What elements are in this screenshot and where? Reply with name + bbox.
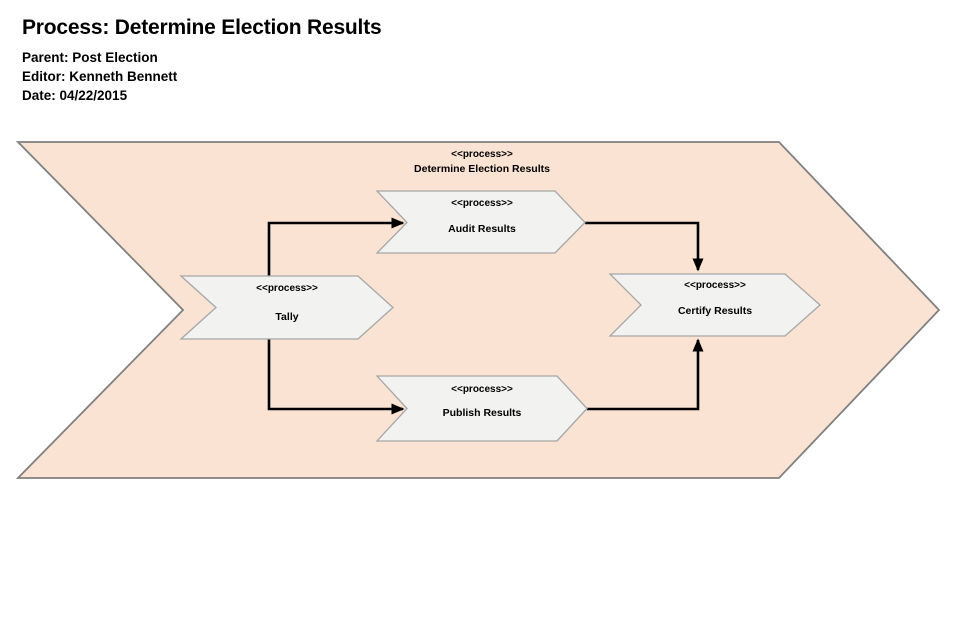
node-tally-stereotype: <<process>> (256, 283, 318, 294)
container-process-arrow-shape (15, 141, 941, 479)
node-tally: <<process>> Tally (179, 275, 394, 340)
container-stereotype: <<process>> (451, 149, 513, 160)
container-label: Determine Election Results (414, 163, 550, 175)
page-title: Process: Determine Election Results (22, 16, 382, 39)
document-header: Process: Determine Election Results Pare… (22, 16, 622, 105)
node-audit-results-stereotype: <<process>> (451, 198, 513, 209)
node-tally-shape (179, 275, 394, 340)
node-tally-label: Tally (275, 311, 298, 323)
node-audit-results-label: Audit Results (448, 223, 516, 235)
node-certify-results: <<process>> Certify Results (608, 273, 821, 337)
node-publish-results-label: Publish Results (443, 407, 522, 419)
date-line: Date: 04/22/2015 (22, 88, 128, 103)
node-audit-results-shape (375, 190, 586, 254)
connector-tally-to-publish (267, 339, 405, 415)
node-certify-results-shape (608, 273, 821, 337)
editor-line: Editor: Kenneth Bennett (22, 69, 178, 84)
connector-tally-to-audit (267, 217, 405, 276)
node-certify-results-label: Certify Results (678, 305, 752, 317)
connector-publish-to-certify (587, 338, 704, 411)
node-publish-results-shape (375, 375, 588, 442)
node-certify-results-stereotype: <<process>> (684, 280, 746, 291)
connector-audit-to-certify (585, 221, 704, 272)
node-publish-results-stereotype: <<process>> (451, 384, 513, 395)
node-publish-results: <<process>> Publish Results (375, 375, 588, 442)
node-audit-results: <<process>> Audit Results (375, 190, 586, 254)
parent-line: Parent: Post Election (22, 50, 158, 65)
